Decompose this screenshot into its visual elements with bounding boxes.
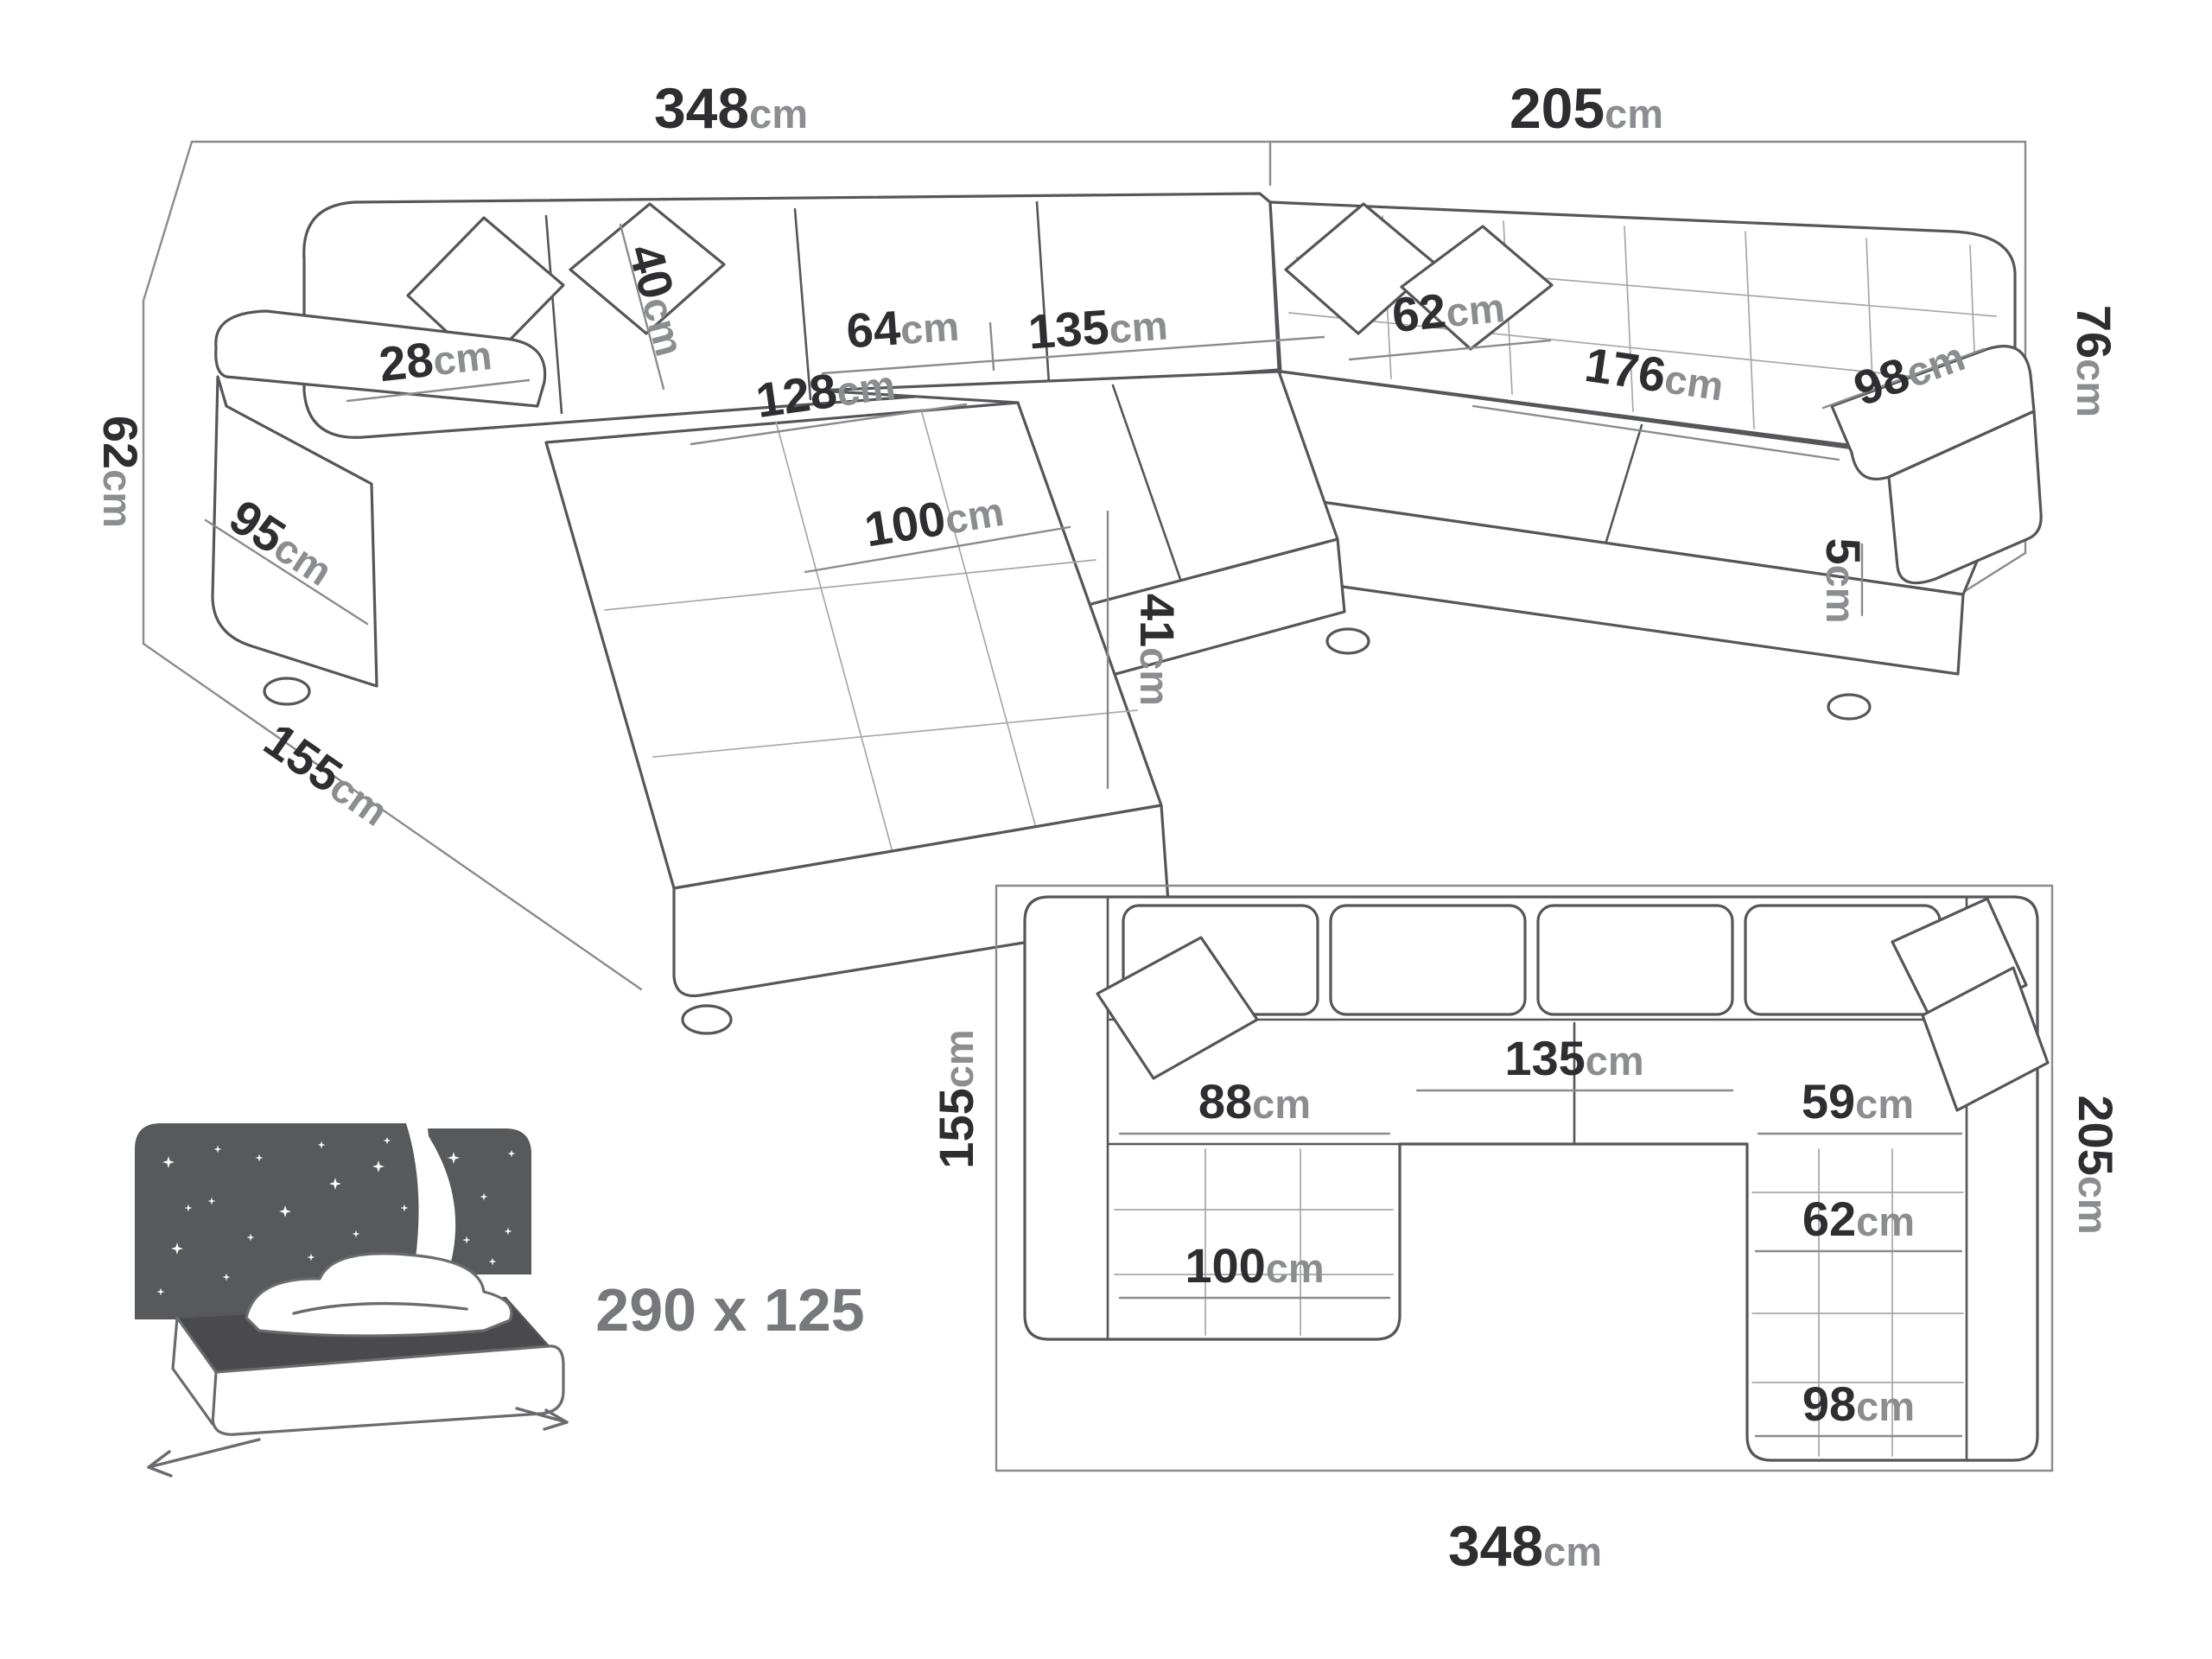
sofa-foot — [681, 1004, 733, 1035]
dimension-tick-lines — [204, 223, 1986, 790]
back-cushion-seam — [544, 214, 563, 415]
plan-dim-arm-98: 98cm — [1802, 1376, 1915, 1431]
dim-total-width-348: 348cm — [654, 76, 808, 140]
plan-dim-seat-62: 62cm — [1802, 1192, 1915, 1246]
plan-back-cushion — [1329, 904, 1527, 1016]
headboard-panel-small — [428, 1128, 531, 1274]
dim-corner-seat-62: 62cm — [1389, 277, 1507, 342]
plan-view: 155cm 205cm 135cm 88cm 59cm 62cm 100cm 9… — [929, 884, 2123, 1578]
tick-98 — [1821, 347, 1986, 410]
arrow-left-head — [147, 1450, 173, 1478]
plan-dim-seat-135: 135cm — [1504, 1031, 1643, 1085]
sofa-foot — [1325, 627, 1370, 655]
back-cushion-seam — [793, 207, 812, 401]
dim-foot-height-5: 5cm — [1816, 537, 1871, 623]
pillow — [1400, 225, 1554, 351]
frame-floor-diagonal — [142, 642, 643, 991]
dim-armrest-top-28: 28cm — [377, 325, 495, 391]
dim-chaise-width-100: 100cm — [861, 481, 1007, 556]
plan-dim-chaise-100: 100cm — [1185, 1238, 1324, 1293]
tick-128 — [690, 403, 968, 446]
left-armrest-pad — [214, 309, 547, 408]
seat-seam — [1111, 384, 1184, 586]
perspective-dimension-labels: 348cm 205cm 76cm 62cm 155cm 40cm 28cm 64… — [93, 76, 2121, 836]
tick-62 — [1348, 339, 1552, 361]
right-armrest-body — [1887, 410, 2043, 585]
sleeping-size-label: 290 x 125 — [595, 1276, 864, 1344]
plan-dim-seat-88: 88cm — [1198, 1074, 1311, 1128]
left-armrest-body — [211, 375, 378, 688]
tuft-line — [920, 409, 1038, 832]
tuft-line — [604, 559, 1096, 611]
plan-dim-total-348: 348cm — [1448, 1514, 1602, 1578]
plan-dim-depth-205: 205cm — [2069, 1095, 2123, 1234]
pillow — [569, 202, 726, 335]
tuft-line — [775, 421, 894, 856]
perspective-view: 348cm 205cm 76cm 62cm 155cm 40cm 28cm 64… — [93, 76, 2121, 1035]
tick-40 — [619, 223, 665, 391]
arrow-right-head — [543, 1408, 569, 1431]
tick-28 — [346, 378, 531, 403]
dim-seat-depth-64: 64cm — [844, 296, 960, 359]
sofa-bed-icon: 290 x 125 — [135, 1123, 865, 1478]
tuft-line — [1624, 226, 1634, 412]
dim-right-seat-176: 176cm — [1581, 337, 1727, 411]
back-cushion-seam — [1035, 200, 1051, 385]
tick-176 — [1471, 404, 1840, 461]
tick-64-135 — [821, 335, 1325, 375]
plan-dimension-labels: 155cm 205cm 135cm 88cm 59cm 62cm 100cm 9… — [929, 1029, 2123, 1578]
mattress-front — [211, 1344, 565, 1436]
dim-arm-height-62: 62cm — [93, 416, 148, 528]
plan-back-cushion — [1536, 904, 1734, 1016]
dim-chaise-length-128: 128cm — [753, 354, 899, 428]
frame-left-corner — [142, 140, 194, 302]
dim-side-width-205: 205cm — [1510, 76, 1663, 140]
tuft-line — [1745, 231, 1755, 429]
tick-100 — [804, 525, 1071, 574]
tuft-line — [1288, 312, 2002, 386]
blanket-fold — [292, 1301, 468, 1315]
dimension-frame-lines — [142, 140, 2027, 991]
plan-pillow — [1096, 936, 1259, 1080]
dim-seat-width-135: 135cm — [1027, 295, 1169, 359]
sofa-foot — [1827, 693, 1872, 721]
plan-dim-seat-59: 59cm — [1802, 1074, 1914, 1128]
blanket — [245, 1252, 513, 1338]
dim-depth-155: 155cm — [255, 712, 401, 836]
dim-back-height-76: 76cm — [2067, 305, 2121, 417]
arrow-left — [147, 1438, 261, 1469]
tick-95 — [204, 518, 369, 626]
plan-dim-depth-155: 155cm — [929, 1029, 983, 1168]
sofa-sketch — [211, 192, 2043, 1035]
plan-sofa-outline — [1023, 895, 2039, 1462]
plan-frame — [995, 884, 2054, 1472]
sofa-foot — [263, 677, 311, 706]
dim-seat-height-41: 41cm — [1130, 594, 1185, 706]
arrow-right — [515, 1407, 569, 1424]
tick-separator — [988, 321, 995, 372]
seat-seam — [1604, 423, 1643, 546]
tuft-line — [652, 709, 1138, 758]
plan-pillow — [1921, 966, 2050, 1112]
unfold-arrows — [147, 1407, 569, 1478]
mattress-side — [171, 1316, 218, 1426]
